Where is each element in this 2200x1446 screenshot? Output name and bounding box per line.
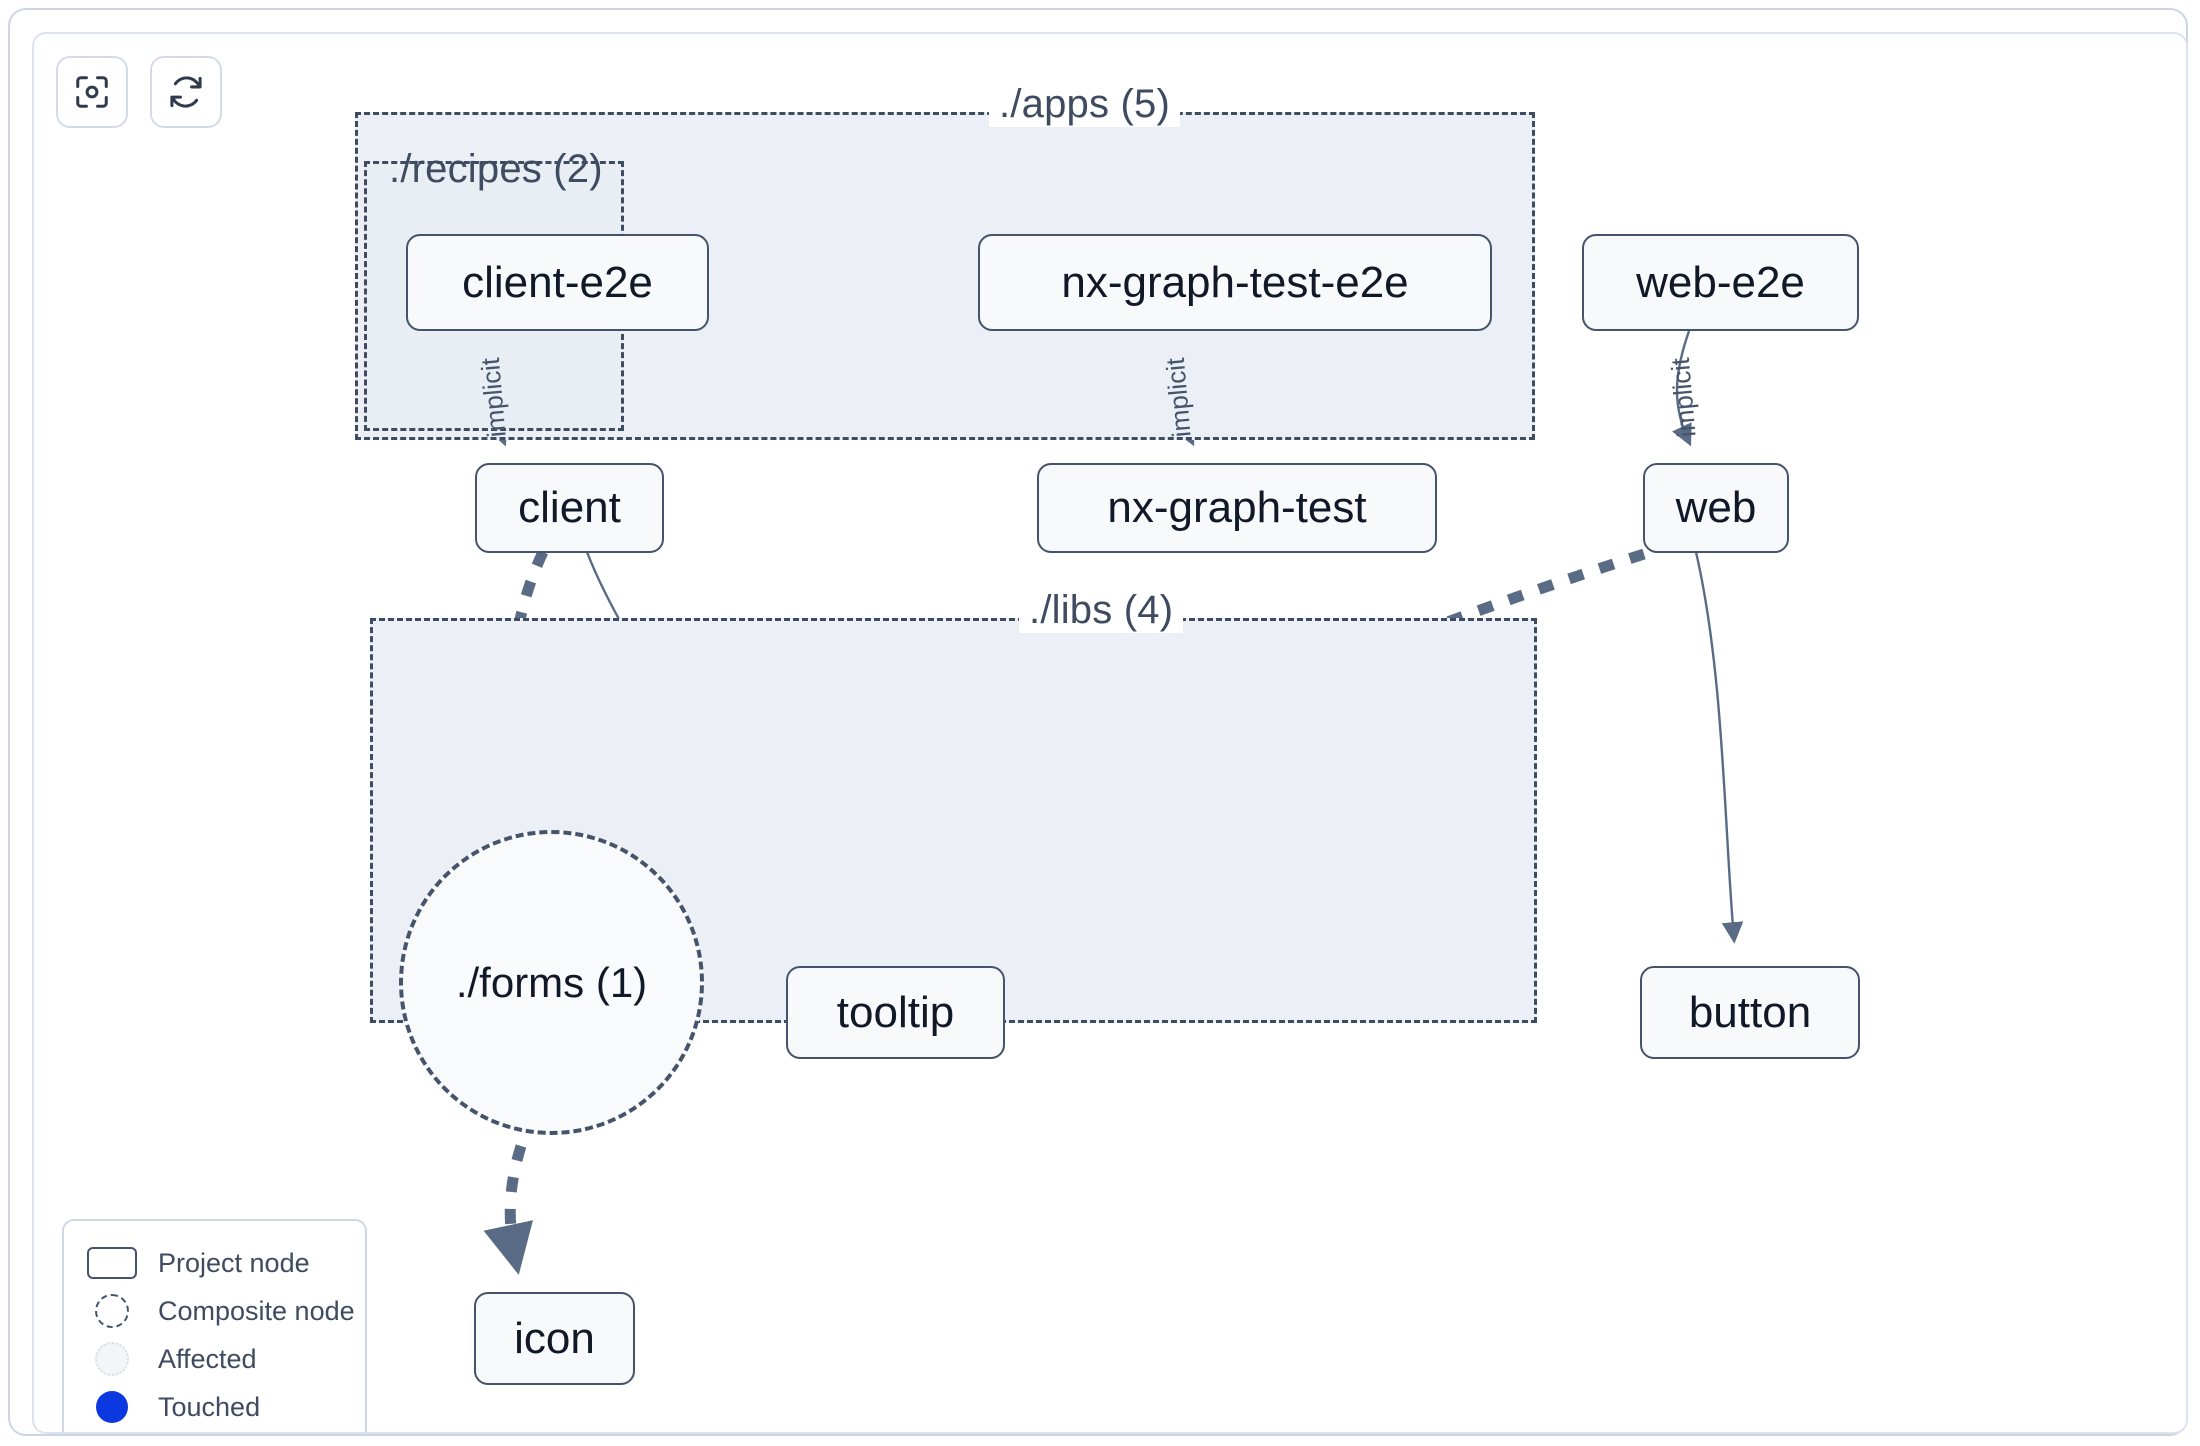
node-label: tooltip: [836, 987, 955, 1037]
node-label: button: [1688, 987, 1812, 1037]
composite-node-swatch-icon: [84, 1294, 140, 1328]
node-web-e2e[interactable]: web-e2e: [1582, 234, 1859, 331]
legend-item-touched: Touched: [84, 1383, 345, 1431]
project-node-swatch-icon: [84, 1247, 140, 1279]
group-label-libs: ./libs (4): [1019, 588, 1184, 633]
node-icon[interactable]: icon: [474, 1292, 635, 1385]
node-label: client-e2e: [462, 257, 653, 307]
node-label: web: [1675, 483, 1757, 532]
edge-web-to-button: [1694, 551, 1744, 944]
focus-graph-button[interactable]: [56, 56, 128, 128]
node-web[interactable]: web: [1643, 463, 1789, 553]
node-nx-graph-test-e2e[interactable]: nx-graph-test-e2e: [978, 234, 1492, 331]
refresh-sync-icon: [167, 73, 205, 111]
affected-swatch-icon: [84, 1342, 140, 1376]
node-label: client: [518, 483, 621, 532]
edge-web-e2e-to-web: [1672, 330, 1692, 447]
node-button[interactable]: button: [1640, 966, 1860, 1059]
viewfinder-focus-icon: [73, 73, 111, 111]
node-label: nx-graph-test-e2e: [1061, 257, 1409, 307]
node-tooltip[interactable]: tooltip: [786, 966, 1005, 1059]
edge-forms-to-icon: [483, 1144, 533, 1275]
legend-label: Affected: [158, 1343, 257, 1374]
group-label-apps: ./apps (5): [989, 82, 1180, 127]
graph-legend: Project node Composite node Affected: [62, 1219, 367, 1432]
legend-label: Project node: [158, 1247, 310, 1278]
legend-label: Composite node: [158, 1295, 355, 1326]
node-label: web-e2e: [1636, 257, 1805, 307]
graph-canvas[interactable]: ./apps (5) ./recipes (2) ./libs (4): [32, 32, 2188, 1434]
group-label-recipes: ./recipes (2): [389, 147, 603, 191]
refresh-graph-button[interactable]: [150, 56, 222, 128]
legend-item-project-node: Project node: [84, 1239, 345, 1287]
graph-toolbar: [56, 56, 222, 128]
node-nx-graph-test[interactable]: nx-graph-test: [1037, 463, 1437, 553]
legend-item-affected: Affected: [84, 1335, 345, 1383]
app-frame: ./apps (5) ./recipes (2) ./libs (4): [8, 8, 2188, 1436]
node-label: nx-graph-test: [1107, 483, 1367, 532]
legend-label: Touched: [158, 1391, 261, 1422]
node-forms-composite[interactable]: ./forms (1): [399, 830, 704, 1135]
node-client[interactable]: client: [475, 463, 664, 553]
node-label: ./forms (1): [455, 958, 648, 1006]
touched-swatch-icon: [84, 1391, 140, 1423]
legend-item-composite-node: Composite node: [84, 1287, 355, 1335]
node-client-e2e[interactable]: client-e2e: [406, 234, 709, 331]
node-label: icon: [514, 1313, 595, 1363]
